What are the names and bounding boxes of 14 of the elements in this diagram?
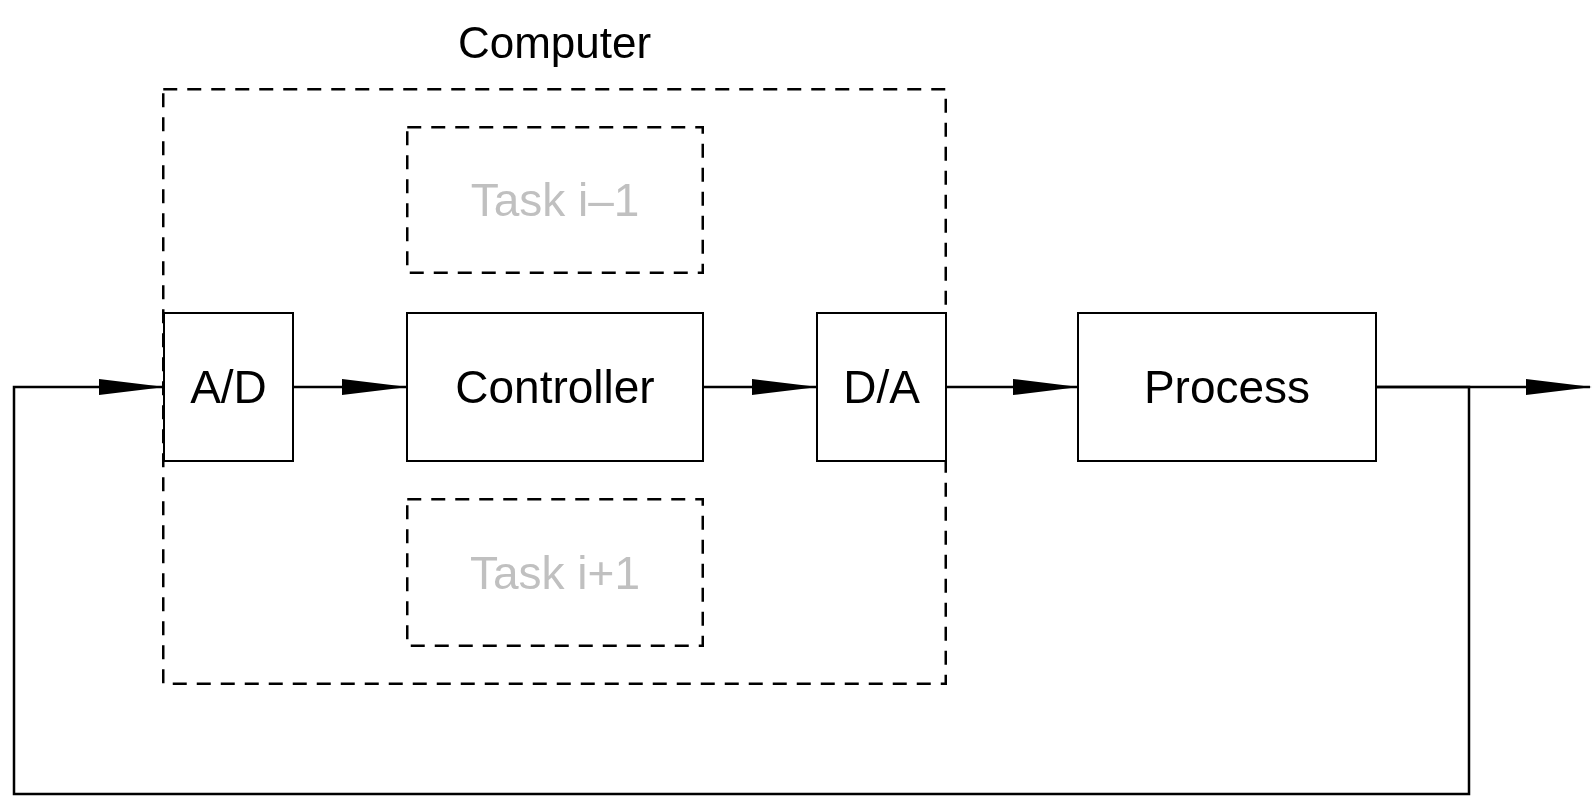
block-label: A/D xyxy=(190,360,267,414)
block-label: Task i–1 xyxy=(470,173,640,227)
arrow xyxy=(294,379,408,395)
block-label: Controller xyxy=(455,360,655,414)
block-label: D/A xyxy=(843,360,920,414)
block-box xyxy=(163,312,294,462)
arrow xyxy=(704,379,818,395)
block-label: Process xyxy=(1143,360,1311,414)
block-box xyxy=(816,312,947,462)
block-label: Task i+1 xyxy=(470,545,640,600)
process-box xyxy=(1077,312,1377,462)
block-box xyxy=(406,312,704,462)
arrow xyxy=(947,379,1079,395)
group-heading: Computer xyxy=(456,18,653,68)
